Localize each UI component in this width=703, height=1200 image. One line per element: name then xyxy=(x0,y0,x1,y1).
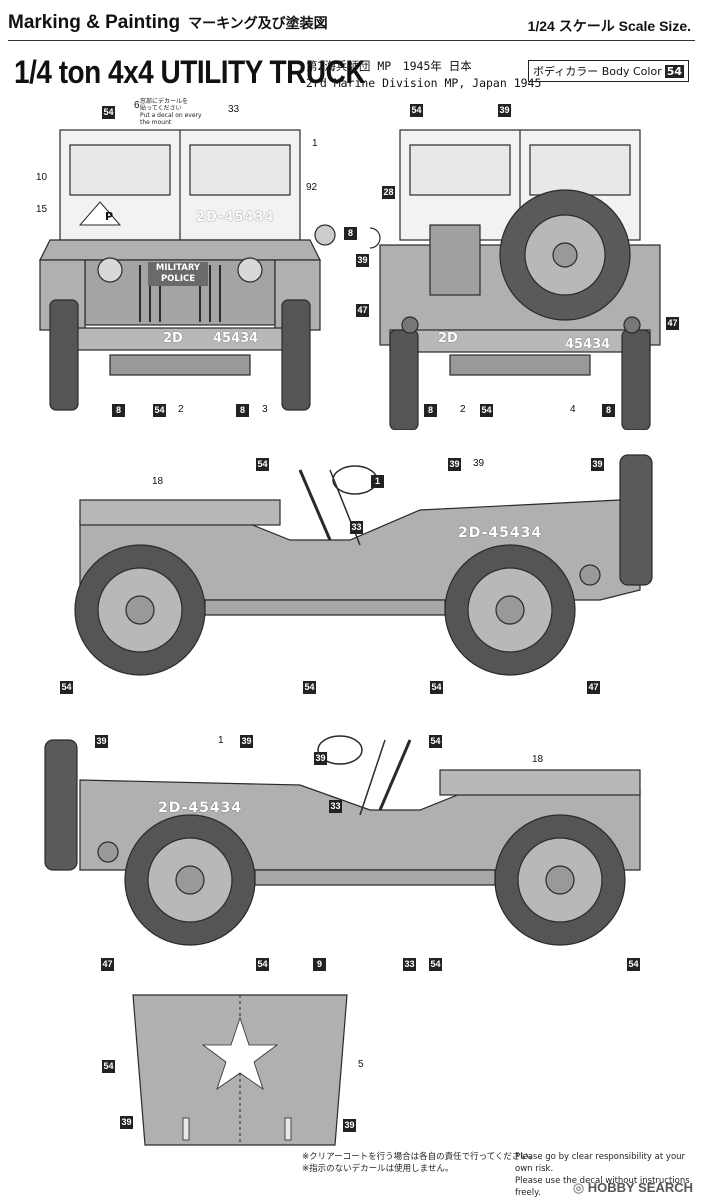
side-left-callout: 39 xyxy=(240,735,253,748)
watermark-text: HOBBY SEARCH xyxy=(587,1180,693,1195)
left-side-registration: 2D-45434 xyxy=(158,800,243,816)
front-callout: 54 xyxy=(102,106,115,119)
mp-plate-line1: MILITARY xyxy=(155,263,201,273)
body-color-code: 54 xyxy=(664,65,685,78)
side-left-callout: 54 xyxy=(256,958,269,971)
side-right-callout: 18 xyxy=(152,476,164,487)
p-decal-letter: P xyxy=(105,210,114,223)
side-right-callout: 39 xyxy=(473,458,485,469)
rear-callout: 47 xyxy=(666,317,679,330)
front-callout: 33 xyxy=(228,104,240,115)
side-right-callout: 54 xyxy=(303,681,316,694)
front-view-diagram xyxy=(39,129,336,411)
right-side-registration: 2D-45434 xyxy=(458,525,543,541)
rear-callout: 39 xyxy=(356,254,369,267)
hood-callout: 39 xyxy=(120,1116,133,1129)
unit-subtitle-en: 2rd Marine Division MP, Japan 1945 xyxy=(306,76,542,90)
white-star-decal xyxy=(201,1016,279,1091)
rear-callout: 54 xyxy=(480,404,493,417)
header-title-en: Marking & Painting xyxy=(8,12,181,33)
front-callout: 92 xyxy=(306,182,318,193)
header-title: Marking & Painting マーキング及び塗装図 xyxy=(8,12,328,34)
side-left-callout: 9 xyxy=(313,958,326,971)
side-right-callout: 54 xyxy=(256,458,269,471)
footer-notes-en: Please go by clear responsibility at you… xyxy=(515,1151,698,1199)
side-left-callout: 54 xyxy=(627,958,640,971)
windshield-note-line: the mount xyxy=(140,119,172,126)
front-callout: 3 xyxy=(262,404,268,415)
side-right-callout: 54 xyxy=(60,681,73,694)
windshield-note: 窓部にデカールを 貼ってください Put a decal on every th… xyxy=(140,98,210,126)
front-callout: 8 xyxy=(236,404,249,417)
watermark-icon: ◎ xyxy=(572,1180,588,1195)
rear-view-diagram xyxy=(370,129,661,430)
footer-note-jp2: ※指示のないデカールは使用しません。 xyxy=(302,1164,454,1174)
rear-callout: 8 xyxy=(344,227,357,240)
front-bumper-left-decal: 2D xyxy=(163,331,183,346)
side-left-callout: 1 xyxy=(218,735,224,746)
vehicle-title: 1/4 ton 4x4 UTILITY TRUCK xyxy=(14,54,366,90)
front-callout: 2 xyxy=(178,404,184,415)
side-right-callout: 33 xyxy=(350,521,363,534)
rear-bumper-right-decal: 45434 xyxy=(565,337,611,352)
side-right-callout: 39 xyxy=(448,458,461,471)
rear-bumper-left-decal: 2D xyxy=(438,331,458,346)
front-callout: 54 xyxy=(153,404,166,417)
front-windshield-registration: 2D-45434 xyxy=(196,210,275,225)
front-callout: 8 xyxy=(112,404,125,417)
side-left-callout: 39 xyxy=(95,735,108,748)
side-right-callout: 47 xyxy=(587,681,600,694)
right-side-view-diagram xyxy=(74,454,653,676)
side-right-callout: 1 xyxy=(371,475,384,488)
front-callout: 1 xyxy=(312,138,318,149)
header-divider xyxy=(8,40,695,41)
front-right-tire xyxy=(281,299,311,411)
footer-notes-jp: ※クリアーコートを行う場合は各自の責任で行ってください。 ※指示のないデカールは… xyxy=(302,1151,537,1175)
footer-note-en1: Please go by clear responsibility at you… xyxy=(515,1152,686,1174)
front-callout: 15 xyxy=(36,204,48,215)
side-right-callout: 39 xyxy=(591,458,604,471)
rear-callout: 28 xyxy=(382,186,395,199)
rear-callout: 8 xyxy=(602,404,615,417)
windshield-note-line: Put a decal on every xyxy=(140,112,202,119)
rear-callout: 4 xyxy=(570,404,576,415)
footer-note-jp1: ※クリアーコートを行う場合は各自の責任で行ってください。 xyxy=(302,1152,538,1162)
side-left-callout: 39 xyxy=(314,752,327,765)
windshield-note-line: 貼ってください xyxy=(140,105,182,112)
windshield-note-line: 窓部にデカールを xyxy=(140,98,189,105)
hood-callout: 5 xyxy=(358,1059,364,1070)
front-left-tire xyxy=(49,299,79,411)
side-left-callout: 47 xyxy=(101,958,114,971)
mp-plate: MILITARY POLICE xyxy=(148,262,208,286)
rear-callout: 8 xyxy=(424,404,437,417)
hood-top-view-diagram xyxy=(132,994,348,1146)
left-side-view-diagram xyxy=(44,735,641,946)
hood-callout: 39 xyxy=(343,1119,356,1132)
side-left-callout: 18 xyxy=(532,754,544,765)
scale-label: 1/24 スケール Scale Size. xyxy=(527,18,691,34)
rear-callout: 54 xyxy=(410,104,423,117)
side-left-callout: 33 xyxy=(329,800,342,813)
unit-subtitle-jp: 第2海兵師団 MP 1945年 日本 xyxy=(306,59,472,73)
header-title-jp: マーキング及び塗装図 xyxy=(188,15,328,31)
side-right-callout: 54 xyxy=(430,681,443,694)
footer-note-en2: Please use the decal without instruction… xyxy=(515,1176,690,1198)
rear-callout: 39 xyxy=(498,104,511,117)
mp-plate-line2: POLICE xyxy=(160,274,196,284)
side-left-callout: 33 xyxy=(403,958,416,971)
rear-callout: 2 xyxy=(460,404,466,415)
front-callout: 10 xyxy=(36,172,48,183)
hood-callout: 54 xyxy=(102,1060,115,1073)
front-callout: 6 xyxy=(134,100,140,111)
body-color-label: ボディカラー Body Color xyxy=(533,65,662,78)
front-bumper-right-decal: 45434 xyxy=(213,331,259,346)
rear-callout: 47 xyxy=(356,304,369,317)
side-left-callout: 54 xyxy=(429,958,442,971)
watermark: ◎ HOBBY SEARCH xyxy=(573,1180,693,1196)
side-left-callout: 54 xyxy=(429,735,442,748)
